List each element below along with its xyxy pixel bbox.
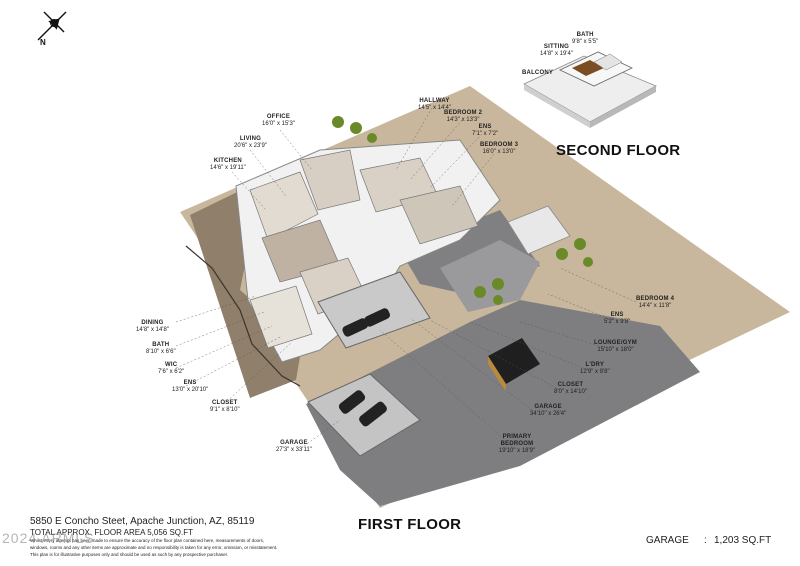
room-label-closet-2: CLOSET 9'1" x 8'10" [210, 400, 240, 413]
room-label-2f-balcony: BALCONY [522, 70, 554, 76]
room-label-ens-2: ENS 5'2" x 9'8" [604, 312, 631, 325]
room-label-primary-bedroom: PRIMARY BEDROOM 19'10" x 18'9" [498, 434, 536, 454]
room-label-garage-1: GARAGE 34'10" x 26'4" [530, 404, 567, 417]
room-label-closet-1: CLOSET 8'0" x 14'10" [554, 382, 587, 395]
room-label-office: OFFICE 16'0" x 15'3" [262, 114, 295, 127]
first-floor-title: FIRST FLOOR [358, 516, 462, 533]
second-floor-title: SECOND FLOOR [556, 142, 681, 159]
disclaimer-line-1: Whilst every attempt has been made to en… [30, 538, 265, 543]
room-label-laundry: L'DRY 12'9" x 9'8" [580, 362, 610, 375]
watermark: 2024 ARMLS [2, 530, 95, 546]
room-label-lounge-gym: LOUNGE/GYM 15'10" x 18'0" [594, 340, 638, 353]
room-label-ens-3: ENS 13'0" x 20'10" [172, 380, 209, 393]
room-label-bath: BATH 8'10" x 6'6" [146, 342, 176, 355]
room-label-ens-1: ENS 7'1" x 7'2" [472, 124, 499, 137]
compass-north-label: N [40, 38, 46, 47]
room-label-2f-sitting: SITTING 14'8" x 19'4" [540, 44, 573, 57]
room-label-wic: WIC 7'6" x 6'2" [158, 362, 185, 375]
room-label-garage-2: GARAGE 27'3" x 33'11" [276, 440, 312, 453]
room-label-hallway: HALLWAY 14'5" x 14'4" [418, 98, 451, 111]
disclaimer-line-3: This plan is for illustrative purposes o… [30, 552, 229, 557]
total-floor-area: TOTAL APPROX. FLOOR AREA 5,056 SQ.FT [30, 528, 194, 537]
room-label-dining: DINING 14'8" x 14'8" [136, 320, 169, 333]
room-label-bedroom-3: BEDROOM 3 16'0" x 13'0" [480, 142, 519, 155]
room-label-bedroom-2: BEDROOM 2 14'3" x 13'3" [444, 110, 483, 123]
room-label-living: LIVING 20'6" x 23'9" [234, 136, 267, 149]
disclaimer-line-2: windows, rooms and any other items are a… [30, 545, 278, 550]
compass-icon [37, 11, 67, 41]
property-address: 5850 E Concho Steet, Apache Junction, AZ… [30, 516, 255, 527]
second-floor-plan-illustration [523, 51, 657, 128]
garage-area-value: 1,203 SQ.FT [714, 535, 772, 546]
garage-area-separator: : [704, 535, 707, 546]
room-label-bedroom-4: BEDROOM 4 14'4" x 11'8" [636, 296, 675, 309]
room-label-2f-bath: BATH 9'8" x 5'5" [572, 32, 599, 45]
room-label-kitchen: KITCHEN 14'6" x 19'11" [210, 158, 246, 171]
garage-area-label: GARAGE [646, 535, 689, 546]
